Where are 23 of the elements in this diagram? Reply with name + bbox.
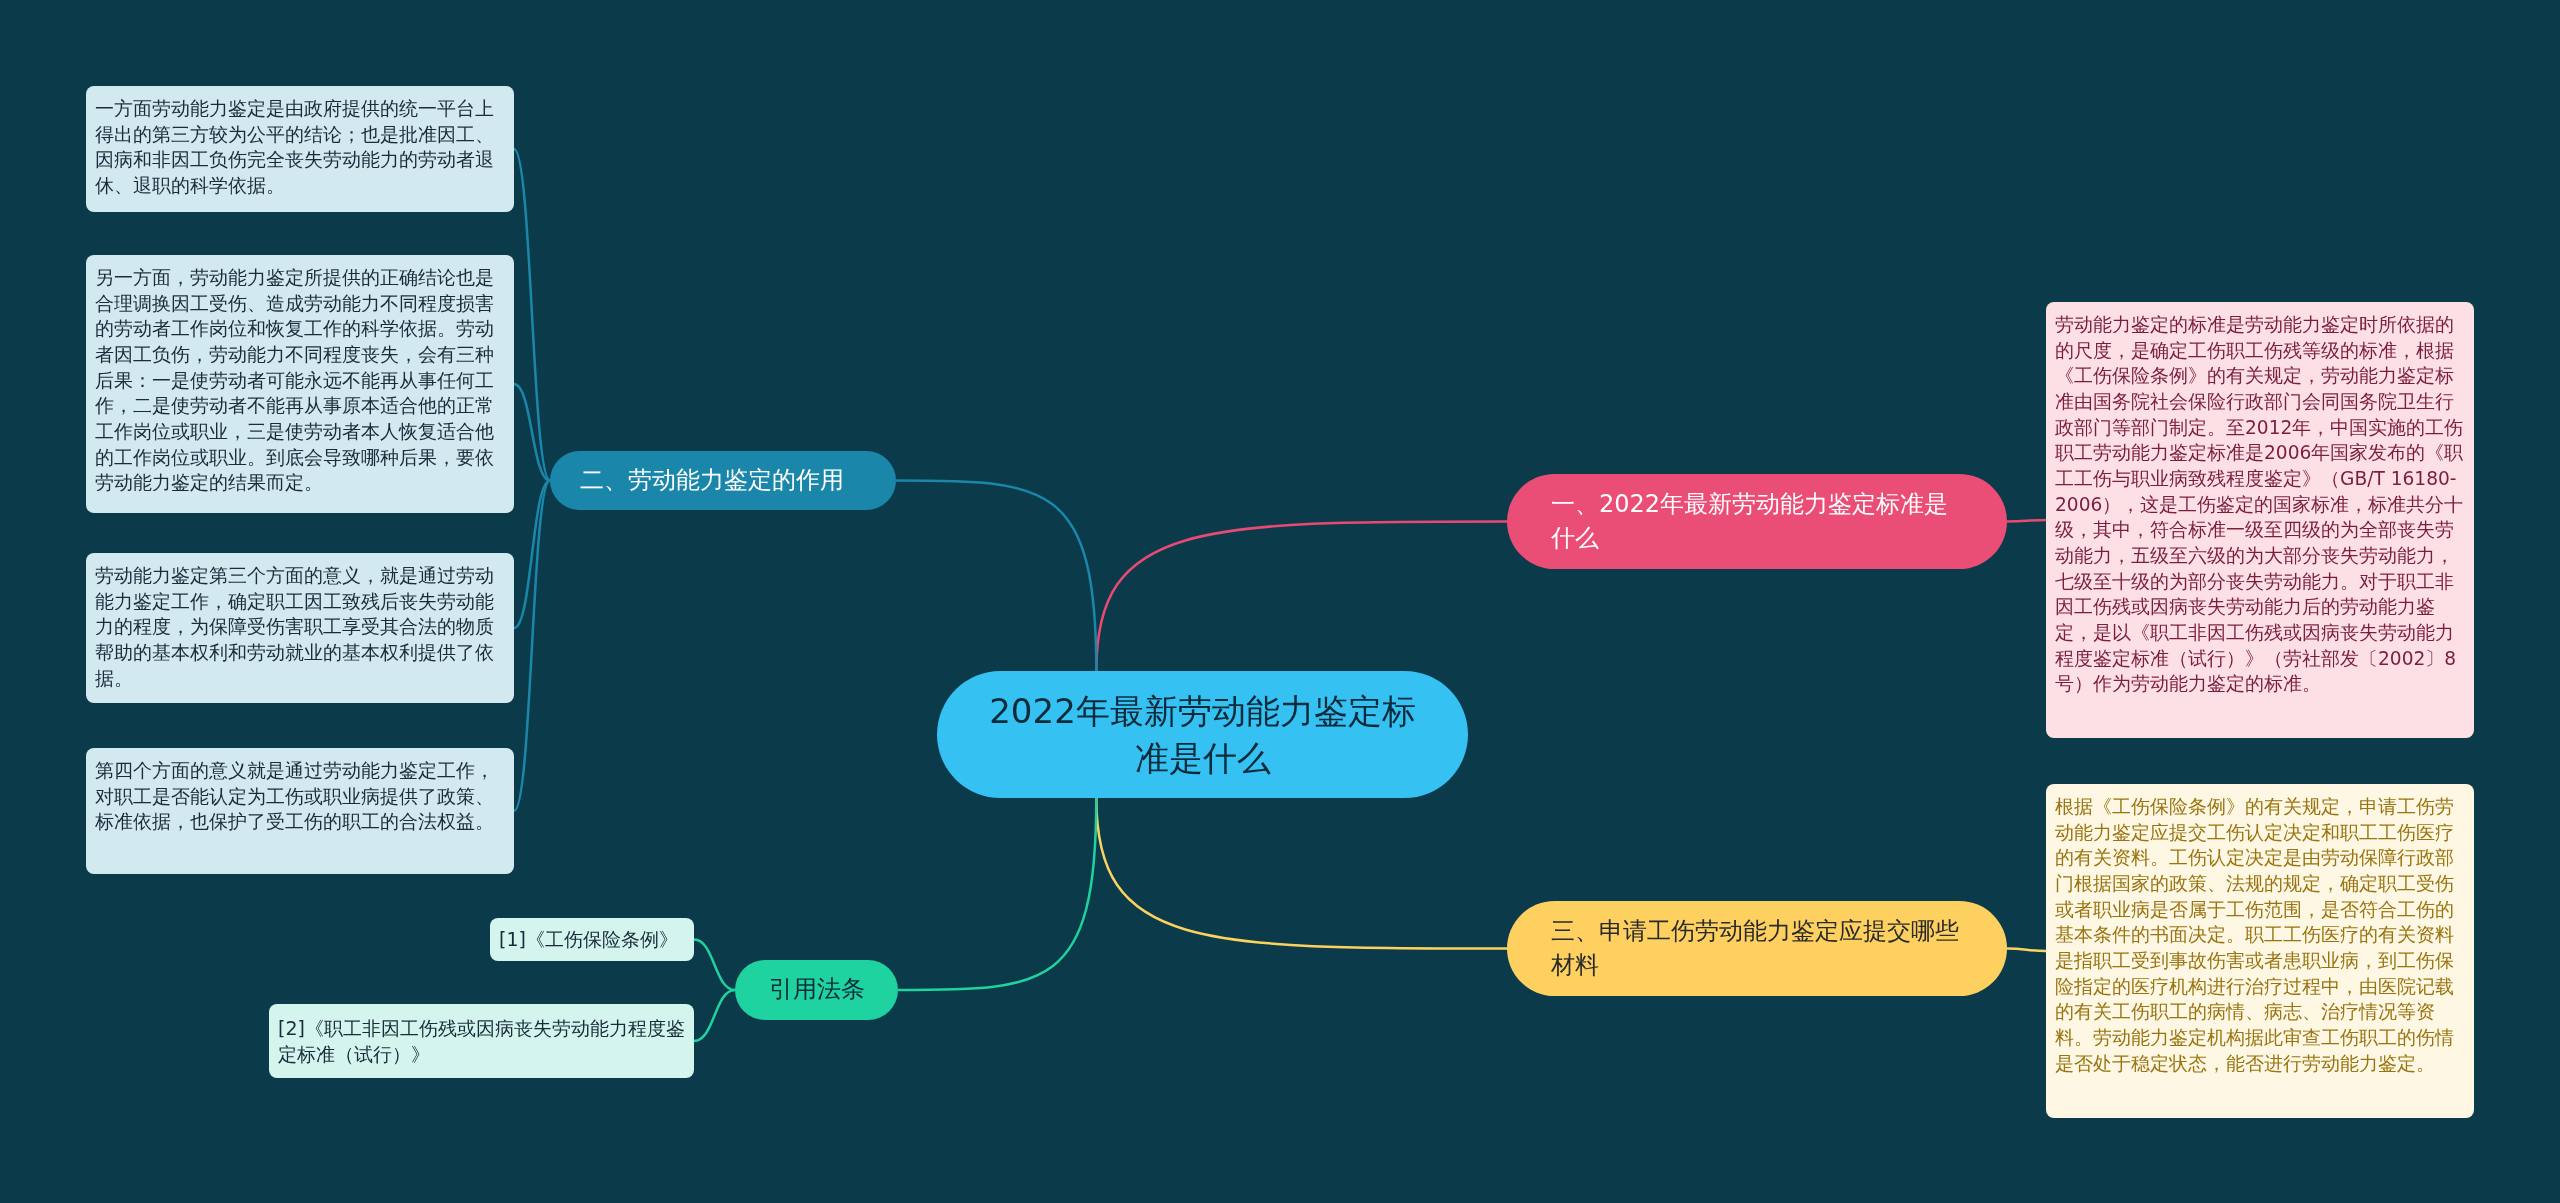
note-box: 根据《工伤保险条例》的有关规定，申请工伤劳动能力鉴定应提交工伤认定决定和职工工伤医疗的有关资料。工伤认定决定是由劳动保障行政部门根据国家的政策、法规的规定，确定职工受伤或者职业病是否属于工伤范围，是否符合工伤的基本条件的书面决定。职工工伤医疗的有关资料是指职工受到事故伤害或者患职业病，到工伤保险指定的医疗机构进行治疗过程中，由医院记载的有关工伤职工的病情、病志、治疗情况等资料。劳动能力鉴定机构据此审查工伤职工的伤情是否处于稳定状态，能否进行劳动能力鉴定。 — [2046, 784, 2474, 1118]
connector-line — [896, 479, 1098, 672]
branch-topic-box: 三、申请工伤劳动能力鉴定应提交哪些材料 — [1507, 901, 2007, 996]
note-box: 第四个方面的意义就是通过劳动能力鉴定工作，对职工是否能认定为工伤或职业病提供了政策、标准依据，也保护了受工伤的职工的合法权益。 — [86, 748, 514, 874]
connector-line — [693, 988, 736, 1043]
note-box: 一方面劳动能力鉴定是由政府提供的统一平台上得出的第三方较为公平的结论；也是批准因工、因病和非因工负伤完全丧失劳动能力的劳动者退休、退职的科学依据。 — [86, 86, 514, 212]
connector-line — [512, 479, 552, 812]
connector-line — [513, 479, 551, 630]
reference-box: [1]《工伤保险条例》 — [490, 918, 694, 961]
note-box: 劳动能力鉴定第三个方面的意义，就是通过劳动能力鉴定工作，确定职工因工致残后丧失劳动能力的程度，为保障受伤害职工享受其合法的物质帮助的基本权利和劳动就业的基本权利提供了依据。 — [86, 553, 514, 703]
branch-topic-box: 引用法条 — [735, 960, 898, 1020]
connector-line — [693, 938, 736, 992]
connector-line — [2007, 947, 2046, 953]
note-box: 另一方面，劳动能力鉴定所提供的正确结论也是合理调换因工受伤、造成劳动能力不同程度损害的劳动者工作岗位和恢复工作的科学依据。劳动者因工负伤，劳动能力不同程度丧失，会有三种后果：一是使劳动者可能永远不能再从事任何工作，二是使劳动者不能再从事原本适合他的正常工作岗位或职业，三是使劳动者本人恢复适合他的工作岗位或职业。到底会导致哪种后果，要依劳动能力鉴定的结果而定。 — [86, 255, 514, 513]
connector-line — [898, 797, 1098, 992]
note-box: 劳动能力鉴定的标准是劳动能力鉴定时所依据的的尺度，是确定工伤职工伤残等级的标准，根据《工伤保险条例》的有关规定，劳动能力鉴定标准由国务院社会保险行政部门会同国务院卫生行政部门等部门制定。至2012年，中国实施的工伤职工劳动能力鉴定标准是2006年国家发布的《职工工伤与职业病致残程度鉴定》（GB/T 16180-2006），这是工伤鉴定的国家标准，标准共分十级，其中，符合标准一级至四级的为全部丧失劳动能力，五级至六级的为大部分丧失劳动能力，七级至十级的为部分丧失劳动能力。对于职工非因工伤残或因病丧失劳动能力后的劳动能力鉴定，是以《职工非因工伤残或因病丧失劳动能力程度鉴定标准（试行）》（劳社部发〔2002〕8号）作为劳动能力鉴定的标准。 — [2046, 302, 2474, 738]
connector-line — [513, 382, 551, 482]
reference-box: [2]《职工非因工伤残或因病丧失劳动能力程度鉴定标准（试行）》 — [269, 1004, 694, 1078]
branch-topic-box: 一、2022年最新劳动能力鉴定标准是什么 — [1507, 474, 2007, 569]
connector-line — [512, 148, 552, 482]
connector-line — [2007, 518, 2046, 523]
branch-topic-box: 二、劳动能力鉴定的作用 — [550, 451, 896, 510]
central-topic-box: 2022年最新劳动能力鉴定标准是什么 — [937, 671, 1468, 798]
